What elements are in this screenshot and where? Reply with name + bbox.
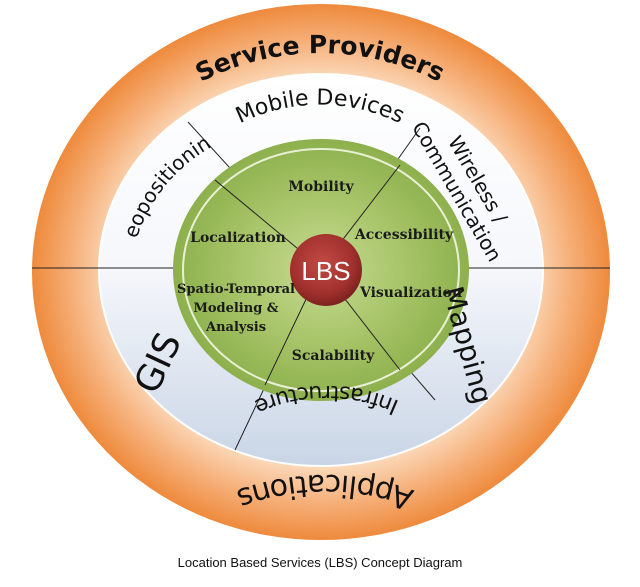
diagram-caption: Location Based Services (LBS) Concept Di… bbox=[177, 555, 463, 570]
spatio-line-2: Modeling & bbox=[193, 301, 278, 316]
localization-label: Localization bbox=[190, 230, 286, 246]
spatio-line-1: Spatio-Temporal bbox=[177, 282, 295, 297]
spatio-temporal-label: Spatio-Temporal Modeling & Analysis bbox=[177, 282, 295, 335]
inner-circle-border bbox=[182, 148, 460, 392]
visualization-label: Visualization bbox=[359, 285, 462, 301]
accessibility-label: Accessibility bbox=[354, 227, 454, 243]
mobility-label: Mobility bbox=[288, 179, 354, 195]
lbs-center-circle bbox=[290, 234, 362, 306]
scalability-label: Scalability bbox=[292, 348, 375, 364]
lbs-center-label: LBS bbox=[301, 256, 350, 286]
spatio-line-3: Analysis bbox=[205, 320, 266, 335]
